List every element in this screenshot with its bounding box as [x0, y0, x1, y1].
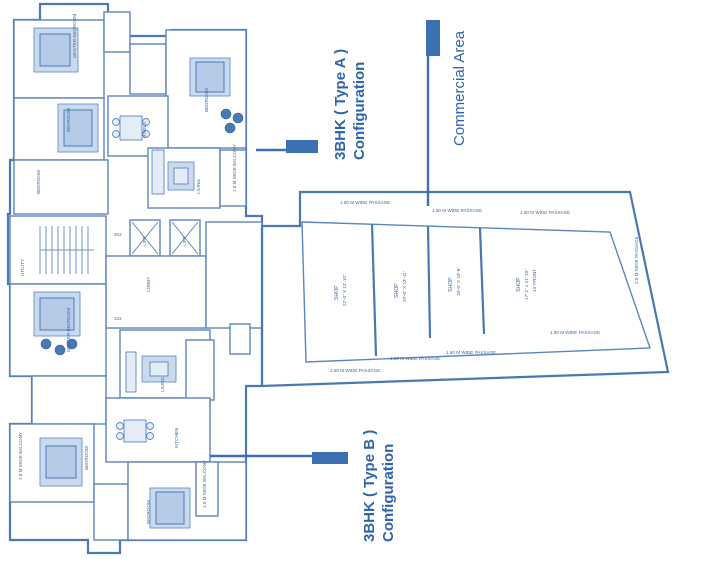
room-label: LIFT [182, 236, 187, 246]
chair [232, 112, 244, 124]
passage-label: 1.60 M WIDE PASSAGE [520, 210, 570, 215]
commercial-area-label: Commercial Area [451, 30, 468, 146]
dining-table-a [119, 115, 143, 141]
room-label: MASTER BEDROOM [66, 308, 71, 352]
shop-divider [370, 223, 378, 357]
plan-number: 202 [114, 232, 122, 237]
shop-label: SHOP [394, 283, 400, 298]
plan-number: 102 [114, 316, 122, 321]
dining-b [105, 397, 211, 463]
stair-treads [39, 226, 94, 274]
residential-block: MASTER BEDROOM BEDROOM BEDROOM BEDROOM D… [6, 2, 264, 555]
lift-3 [229, 323, 251, 355]
passage-label: 1.60 M WIDE PASSAGE [330, 368, 380, 373]
shop-size: 18'-0" X 19'-6" [456, 267, 461, 296]
chair [142, 130, 150, 138]
chair [112, 130, 120, 138]
dining-a [107, 95, 169, 157]
chair [224, 122, 236, 134]
shop-divider [426, 225, 432, 339]
type-b-title: 3BHK ( Type B ) [361, 430, 378, 542]
room-label: DINING [142, 121, 147, 138]
commercial-block: 1.60 M WIDE PASSAGE 1.60 M WIDE PASSAGE … [260, 190, 670, 388]
shop-size: 17'-2" x 21'-10" [524, 269, 529, 300]
chair [116, 422, 124, 430]
room-label: KITCHEN [174, 428, 179, 448]
bed-a2-mattress [63, 109, 93, 147]
balcony-b2 [195, 461, 219, 517]
room-label: BEDROOM [66, 108, 71, 132]
room-label: MASTER BEDROOM [72, 14, 77, 58]
chair [146, 432, 154, 440]
room-label: BEDROOM [36, 170, 41, 194]
passage-label: 1.60 M WIDE PASSAGE [390, 356, 440, 361]
type-a-title: 3BHK ( Type A ) [332, 49, 349, 160]
room-label: BEDROOM [146, 500, 151, 524]
chair [66, 338, 78, 350]
chair [54, 344, 66, 356]
shop-divider [478, 227, 486, 335]
type-b-subtitle: Configuration [380, 444, 397, 542]
service-room [205, 221, 263, 329]
shop-label: SHOP [516, 277, 522, 292]
chair [112, 118, 120, 126]
toilet-b2 [93, 483, 129, 541]
chair [146, 422, 154, 430]
room-label: LOBBY [146, 277, 151, 292]
room-label: LIFT [142, 236, 147, 246]
balcony-a [219, 149, 247, 207]
table-b [149, 361, 169, 377]
callout-type-b: 3BHK ( Type B ) Configuration [210, 430, 397, 542]
bed-a4-mattress [195, 61, 225, 93]
room-label: LIVING [160, 377, 165, 392]
toilet-a2 [129, 43, 167, 95]
commercial-outline [260, 190, 670, 388]
table-a [173, 167, 189, 185]
type-a-subtitle: Configuration [351, 62, 368, 160]
balcony-b [185, 339, 215, 401]
sofa-a [151, 149, 165, 195]
passage-label: 1.60 M WIDE PASSAGE [432, 208, 482, 213]
shop-label: SHOP [334, 285, 340, 300]
chair [40, 338, 52, 350]
room-label: UTILITY [20, 259, 25, 276]
dining-table-b [123, 419, 147, 443]
bed-a1-mattress [39, 33, 71, 67]
room-label: BEDROOM [204, 88, 209, 112]
sofa-b [125, 351, 137, 393]
chair [220, 108, 232, 120]
shop-block [301, 221, 651, 363]
passage-label: 1.60 M WIDE PASSAGE [550, 330, 600, 335]
callout-type-a: 3BHK ( Type A ) Configuration [256, 49, 368, 160]
passage-label: 2.5 M WIDE PASSAGE [634, 236, 639, 284]
shop-size: 22'-0" X 13'-10" [342, 274, 347, 306]
toilet-a1 [103, 11, 131, 53]
chair [116, 432, 124, 440]
room-label: 1.5 M WIDE BALCONY [232, 144, 237, 192]
room-label: BEDROOM [84, 446, 89, 470]
bed-b3-mattress [155, 491, 185, 525]
bed-b2-mattress [45, 445, 77, 479]
bed-b1-mattress [39, 297, 75, 331]
toilet-b1 [31, 375, 107, 425]
bedroom-a3 [13, 159, 109, 215]
chair [142, 118, 150, 126]
passage-label: 1.60 M WIDE PASSAGE [446, 350, 496, 355]
callout-commercial: Commercial Area [426, 20, 468, 206]
shop-size: 20'-0" X 13'-11" [402, 270, 407, 302]
shop-label: SHOP [448, 277, 454, 292]
shop-note: 13' FRONT [532, 269, 537, 292]
passage-label: 1.60 M WIDE PASSAGE [340, 200, 390, 205]
room-label: LIVING [196, 179, 201, 194]
room-label: 1.5 M WIDE BALCONY [18, 432, 23, 480]
room-label: 1.5 M WIDE BALCONY [202, 460, 207, 508]
